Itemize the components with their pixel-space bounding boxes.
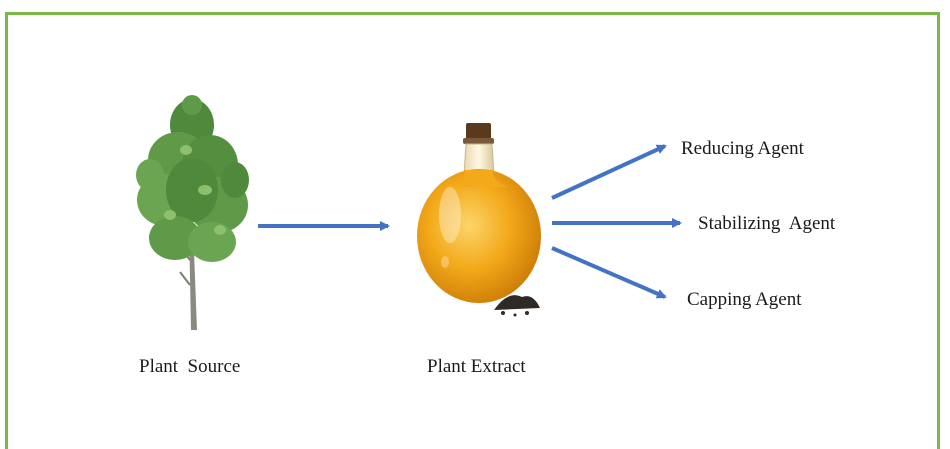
capping-agent-label: Capping Agent <box>687 289 802 310</box>
stabilizing-agent-label: Stabilizing Agent <box>698 213 836 234</box>
tree-icon <box>136 95 249 330</box>
diagram-border <box>5 12 940 449</box>
arrow-to-capping <box>551 246 667 299</box>
arrow-to-reducing <box>551 144 667 200</box>
plant-source-label: Plant Source <box>139 356 241 377</box>
soil-icon <box>494 295 540 317</box>
plant-extract-label: Plant Extract <box>427 356 526 377</box>
flask-icon <box>417 123 541 303</box>
reducing-agent-label: Reducing Agent <box>681 138 804 159</box>
